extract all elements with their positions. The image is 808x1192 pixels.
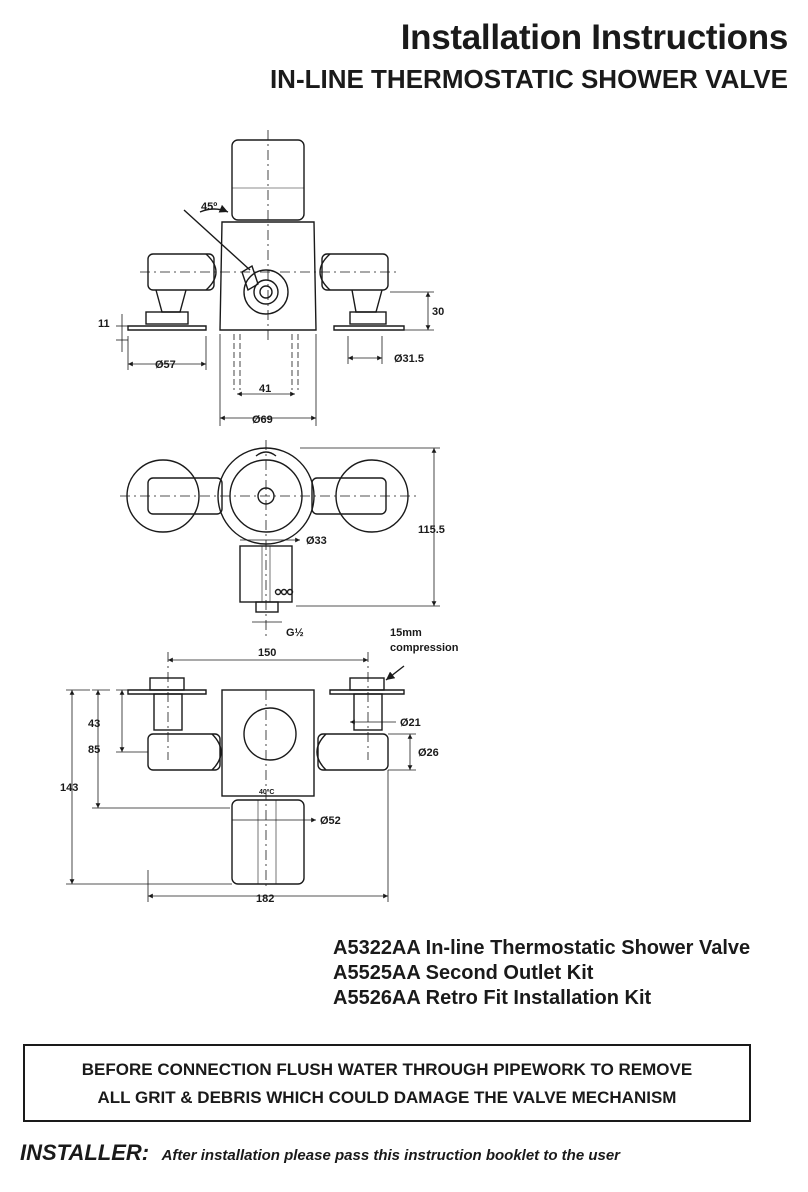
note-line-1: 15mm — [390, 627, 422, 639]
dim-30: 30 — [432, 306, 444, 318]
dim-g-half: G½ — [286, 627, 304, 639]
dim-150: 150 — [258, 647, 276, 659]
warning-line: ALL GRIT & DEBRIS WHICH COULD DAMAGE THE… — [97, 1088, 677, 1107]
front-view — [116, 130, 434, 426]
dim-11: 11 — [98, 318, 110, 330]
dim-57: Ø57 — [155, 359, 176, 371]
top-view — [120, 440, 440, 640]
footer-label: INSTALLER: — [20, 1140, 150, 1165]
dim-69: Ø69 — [252, 414, 273, 426]
dim-52: Ø52 — [320, 815, 341, 827]
dim-182: 182 — [256, 893, 274, 905]
product-item: A5526AA Retro Fit Installation Kit — [333, 987, 652, 1009]
page-subtitle: IN-LINE THERMOSTATIC SHOWER VALVE — [269, 64, 788, 94]
note-line-2: compression — [390, 642, 459, 654]
dim-85: 85 — [88, 744, 100, 756]
angle-label: 45º — [201, 201, 217, 213]
warning-line: BEFORE CONNECTION FLUSH WATER THROUGH PI… — [81, 1060, 693, 1079]
dim-21: Ø21 — [400, 717, 421, 729]
product-item: A5525AA Second Outlet Kit — [333, 962, 594, 984]
dim-115-5: 115.5 — [418, 524, 445, 536]
dim-43: 43 — [88, 718, 100, 730]
footer-note: INSTALLER: After installation please pas… — [20, 1140, 620, 1166]
dim-143: 143 — [60, 782, 78, 794]
dim-41: 41 — [259, 383, 271, 395]
dim-26: Ø26 — [418, 747, 439, 759]
warning-box: BEFORE CONNECTION FLUSH WATER THROUGH PI… — [23, 1044, 751, 1122]
product-list: A5322AA In-line Thermostatic Shower Valv… — [333, 936, 750, 1011]
dim-31-5: Ø31.5 — [394, 353, 424, 365]
footer-message: After installation please pass this inst… — [161, 1147, 621, 1164]
page-title: Installation Instructions — [400, 18, 789, 57]
dim-33: Ø33 — [306, 535, 327, 547]
side-view — [66, 652, 416, 902]
technical-drawing: 45º 30 11 Ø57 Ø31.5 41 Ø69 115.5 Ø33 G½ … — [60, 130, 459, 905]
dial-mark: 40ºC — [259, 789, 274, 796]
product-item: A5322AA In-line Thermostatic Shower Valv… — [333, 937, 751, 959]
